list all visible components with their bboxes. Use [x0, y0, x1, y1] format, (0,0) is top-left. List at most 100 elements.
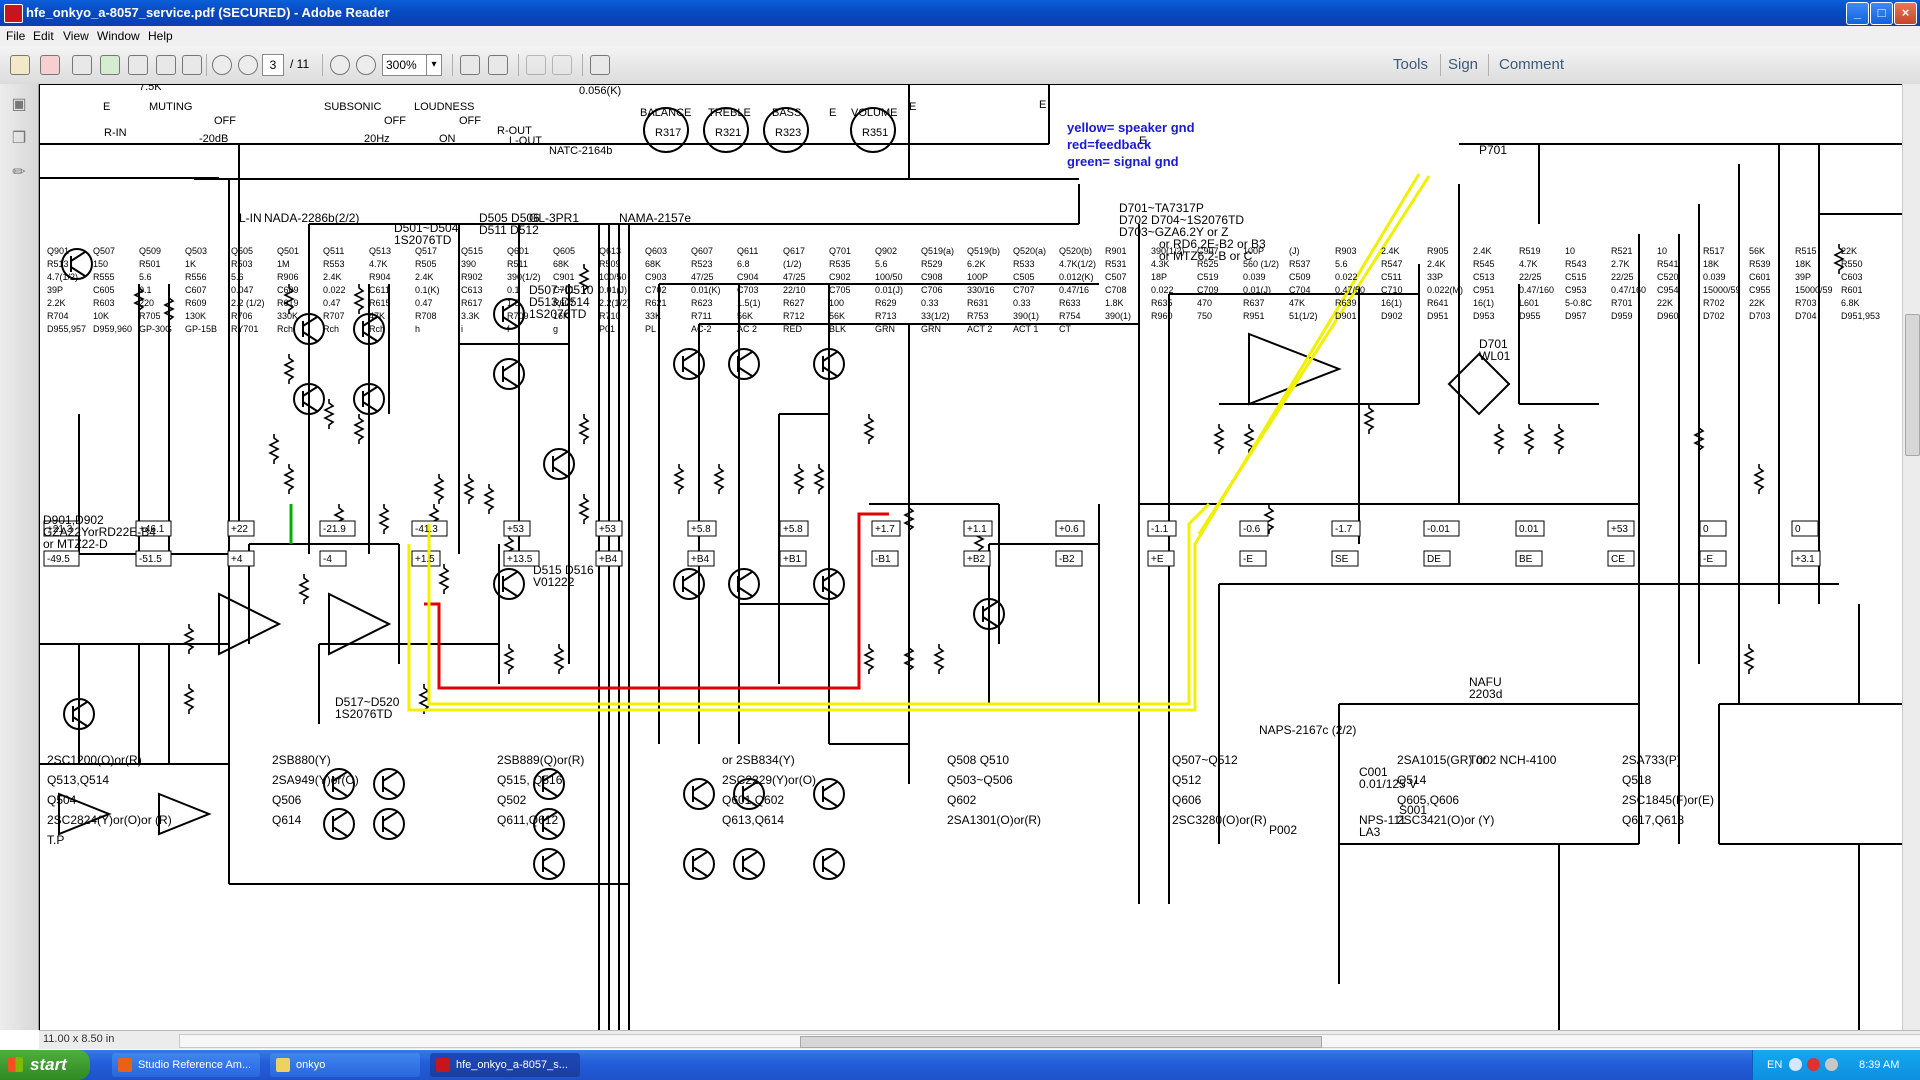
system-tray: EN 8:39 AM [1752, 1050, 1920, 1080]
taskbar-item-onkyo[interactable]: onkyo [270, 1053, 420, 1077]
part-label: R517 [1703, 246, 1725, 256]
language-indicator[interactable]: EN [1767, 1059, 1783, 1071]
voltage-label: DE [1427, 554, 1441, 565]
zoom-out-icon[interactable] [328, 53, 352, 77]
annotation-line: red=feedback [1067, 137, 1152, 152]
voltage-label: -0.01 [1427, 524, 1450, 535]
create-pdf-icon[interactable] [8, 53, 32, 77]
network-icon[interactable] [1789, 1058, 1802, 1071]
save-icon[interactable] [126, 53, 150, 77]
resistor [578, 264, 590, 294]
voltage-label: -B2 [1059, 554, 1075, 565]
part-label: R709 [507, 311, 529, 321]
part-note: 2SB880(Y) [272, 753, 331, 767]
previous-page-icon[interactable] [210, 53, 234, 77]
zoom-dropdown-button[interactable]: ▾ [426, 54, 442, 76]
panel-label: E [829, 107, 836, 119]
menu-edit[interactable]: Edit [33, 29, 54, 43]
pages-icon[interactable]: ❐ [11, 130, 27, 147]
transistor-q613 [813, 348, 845, 380]
part-label: C505 [1013, 272, 1035, 282]
menu-file[interactable]: File [6, 29, 26, 43]
menu-help[interactable]: Help [148, 29, 173, 43]
voltage-box [1239, 520, 1269, 537]
resistor [433, 474, 445, 504]
next-page-icon[interactable] [236, 53, 260, 77]
part-label: R710 [599, 311, 621, 321]
fit-width-icon[interactable] [486, 53, 510, 77]
transistor-emitter [382, 786, 398, 797]
folder-icon [276, 1058, 290, 1072]
comment-bubble-icon[interactable] [524, 53, 548, 77]
start-button[interactable]: start [0, 1050, 90, 1080]
panel-label: R351 [862, 127, 888, 139]
fullscreen-icon[interactable] [588, 53, 612, 77]
highlight-icon[interactable] [550, 53, 574, 77]
voltage-label: -0.6 [1243, 524, 1261, 535]
part-label: C907 [1197, 246, 1219, 256]
resistor [863, 414, 875, 444]
part-label: 47K [369, 311, 385, 321]
part-label: Q515 [461, 246, 483, 256]
export-pdf-icon[interactable] [38, 53, 62, 77]
lock-icon[interactable]: ▣ [11, 96, 27, 113]
volume-icon[interactable] [1825, 1058, 1838, 1071]
part-label: C953 [1565, 285, 1587, 295]
fit-page-icon[interactable] [458, 53, 482, 77]
security-icon[interactable] [1807, 1058, 1820, 1071]
minimize-button[interactable]: _ [1846, 2, 1869, 25]
part-label: Q503 [185, 246, 207, 256]
part-label: 22K [1657, 298, 1673, 308]
comment-link[interactable]: Comment [1499, 56, 1565, 73]
horizontal-scroll-thumb[interactable] [800, 1036, 1322, 1048]
bass-knob [763, 107, 809, 153]
voltage-label: -B1 [875, 554, 891, 565]
attachment-icon[interactable]: ✏ [12, 164, 26, 181]
part-label: 0.022 [323, 285, 346, 295]
part-label: R637 [1243, 298, 1265, 308]
part-label: Q601 [507, 246, 529, 256]
board-label: or MTZ22-D [43, 537, 108, 551]
part-label: R503 [231, 259, 253, 269]
part-label: 0.1 [139, 285, 152, 295]
part-label: Q607 [691, 246, 713, 256]
horizontal-scrollbar[interactable] [179, 1034, 1920, 1048]
tools-link[interactable]: Tools [1393, 56, 1429, 73]
transistor-q605b [683, 848, 715, 880]
taskbar-item-pdf[interactable]: hfe_onkyo_a-8057_s... [430, 1053, 580, 1077]
taskbar-item-studio-reference[interactable]: Studio Reference Am... [112, 1053, 260, 1077]
vertical-scrollbar[interactable] [1902, 84, 1920, 1030]
cloud-upload-icon[interactable] [98, 53, 122, 77]
print-icon[interactable] [154, 53, 178, 77]
sign-link[interactable]: Sign [1448, 56, 1479, 73]
transistor-collector [332, 771, 348, 782]
email-icon[interactable] [180, 53, 204, 77]
board-label: NAPS-2167c (2/2) [1259, 723, 1356, 737]
part-label: 47/25 [783, 272, 806, 282]
maximize-button[interactable]: □ [1870, 2, 1893, 25]
transistor-collector [502, 301, 518, 312]
part-label: R619 [277, 298, 299, 308]
menu-window[interactable]: Window [97, 29, 140, 43]
voltage-label: +5.8 [783, 524, 803, 535]
part-label: C507 [1105, 272, 1127, 282]
part-label: R901 [1105, 246, 1127, 256]
transistor-emitter [302, 401, 318, 412]
transistor-emitter [502, 376, 518, 387]
zoom-input[interactable]: 300% [382, 54, 427, 76]
vertical-scroll-thumb[interactable] [1905, 314, 1920, 456]
part-label: C511 [1381, 272, 1402, 282]
edit-pdf-icon[interactable] [70, 53, 94, 77]
part-label: R623 [691, 298, 713, 308]
close-button[interactable]: × [1894, 2, 1917, 25]
part-label: R509 [599, 259, 621, 269]
part-label: C707 [1013, 285, 1035, 295]
page-number-input[interactable]: 3 [262, 54, 284, 76]
zoom-in-icon[interactable] [354, 53, 378, 77]
voltage-box [1055, 520, 1085, 537]
menu-view[interactable]: View [63, 29, 89, 43]
part-label: 0.47/16 [1059, 285, 1089, 295]
transistor-emitter [982, 616, 998, 627]
board-label: P002 [1269, 823, 1297, 837]
